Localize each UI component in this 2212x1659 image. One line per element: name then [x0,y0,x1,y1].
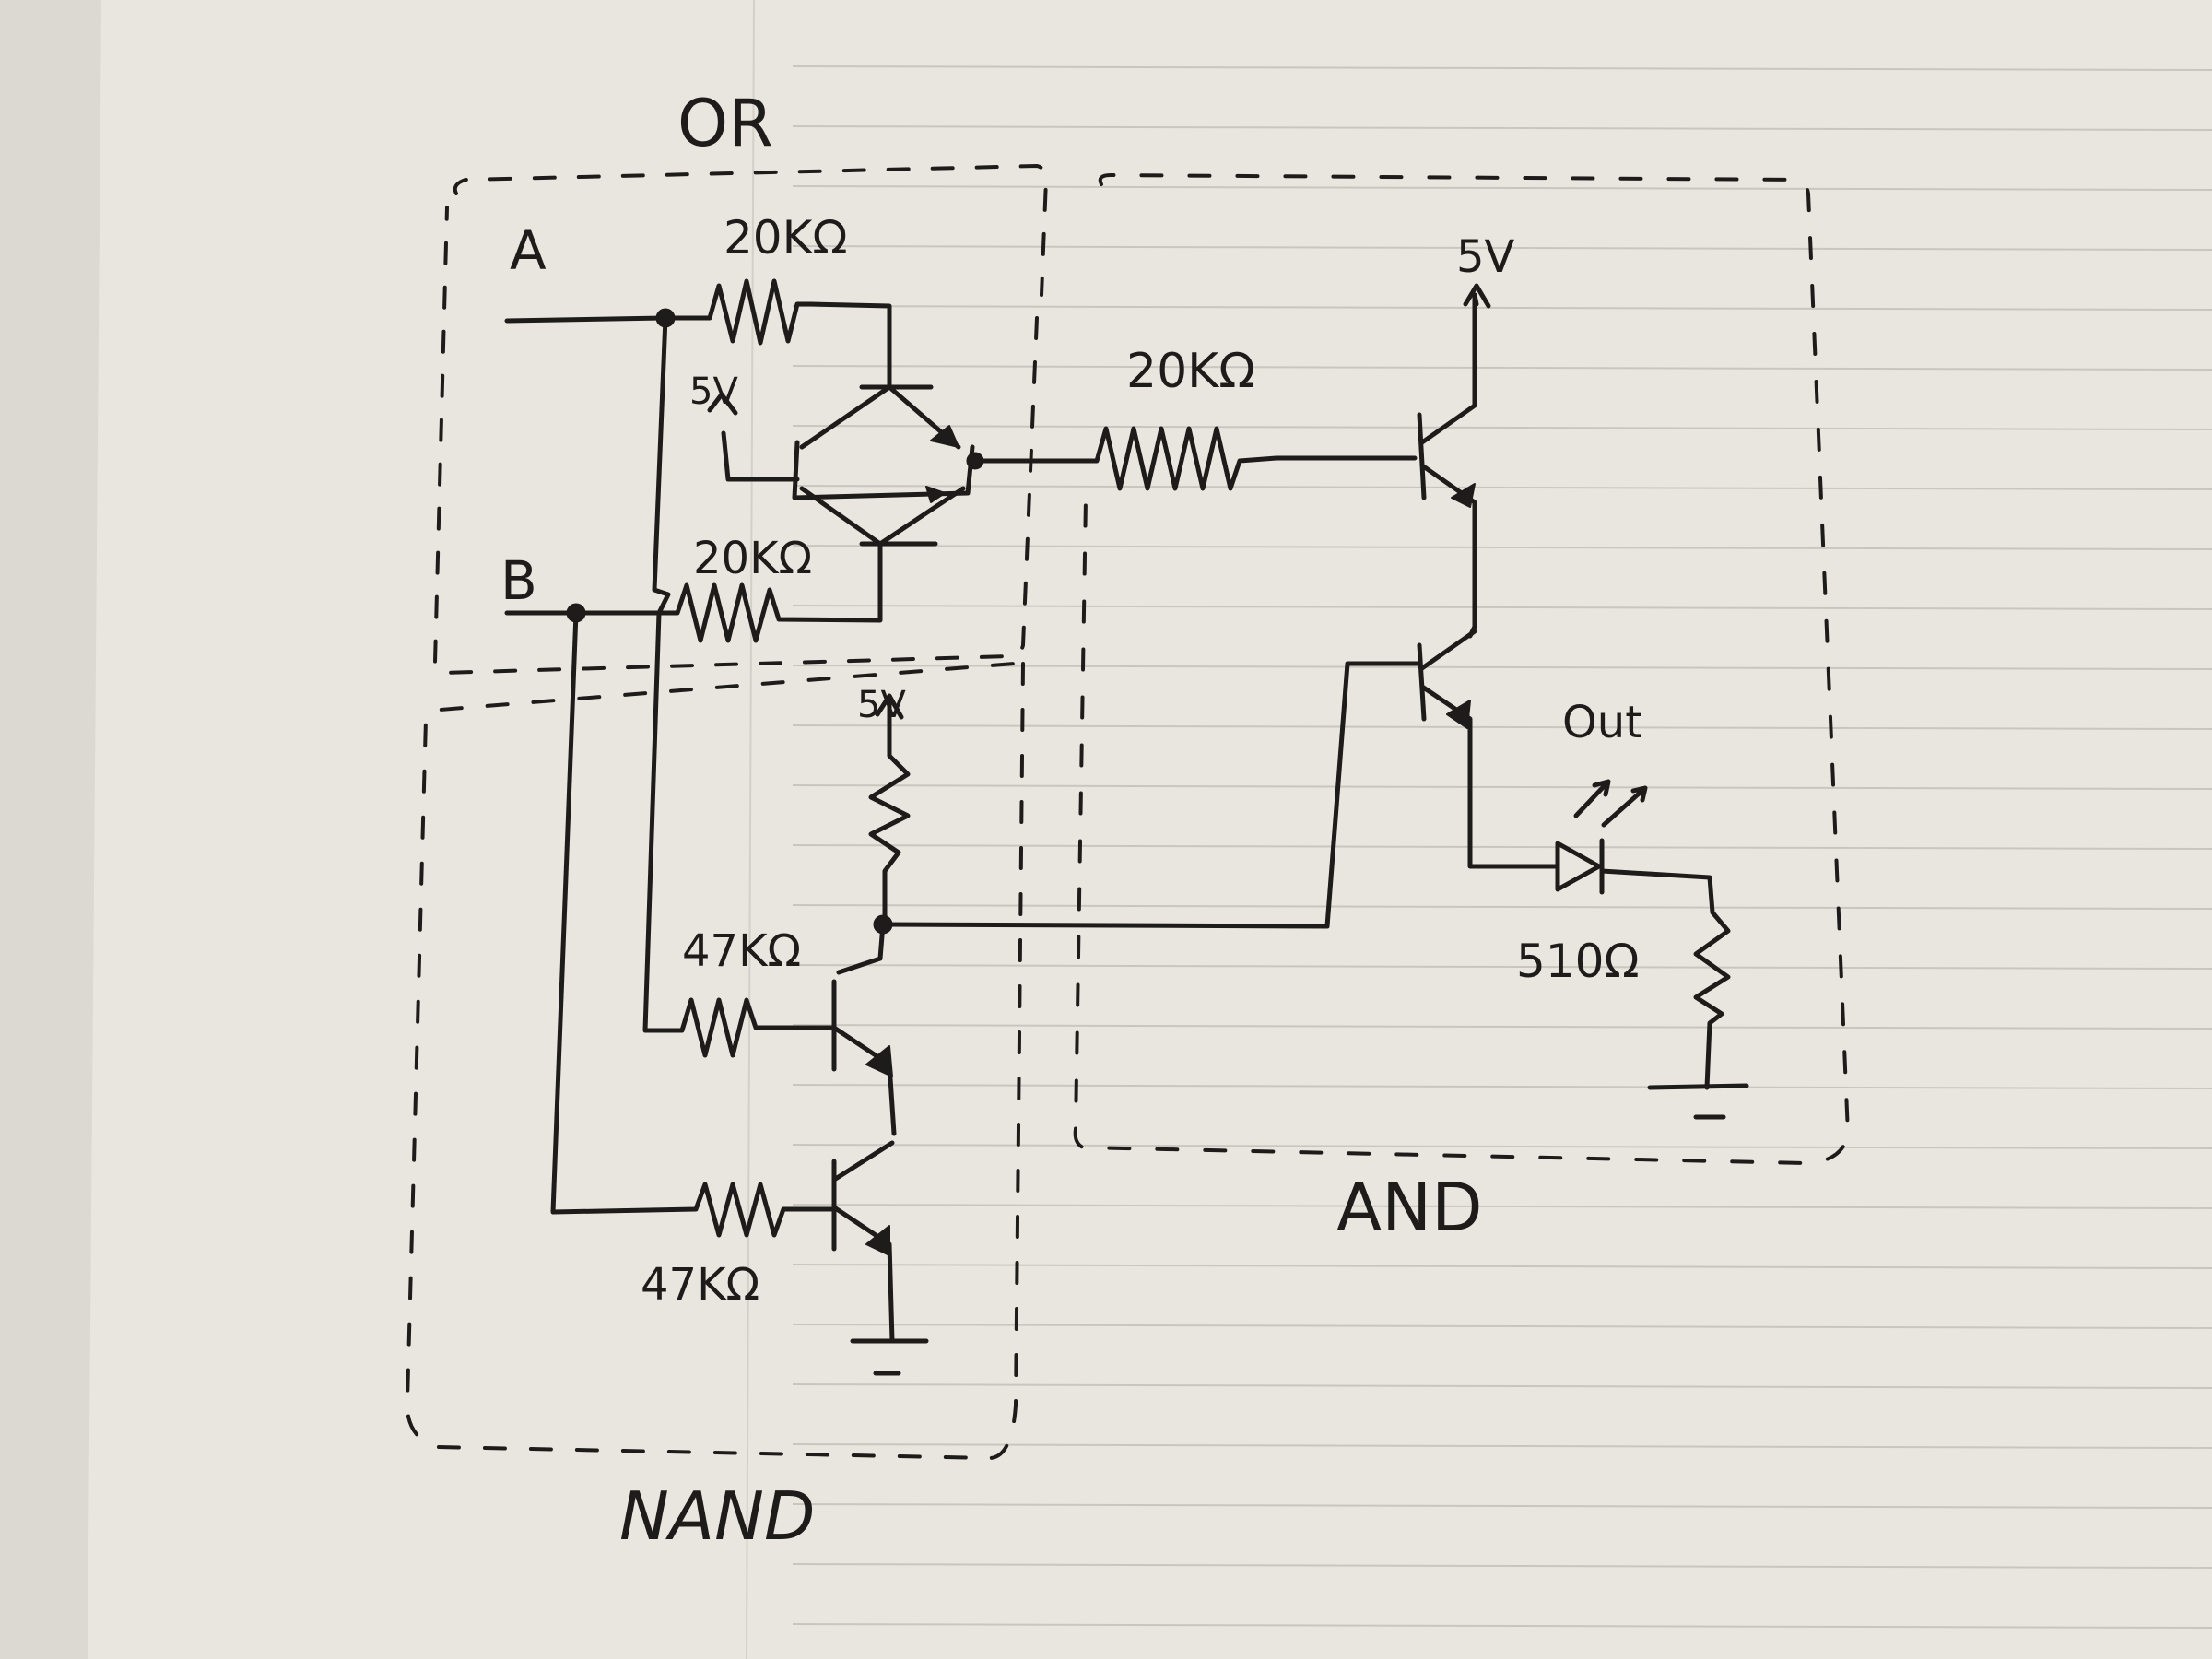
nand-resistor-1-label: 47KΩ [682,925,801,977]
input-b-label: B [500,549,537,612]
or-block-outline [432,164,1048,675]
and-base-resistor[interactable] [970,426,1418,491]
rule-line [792,245,2212,251]
rule-line [792,1383,2212,1389]
and-transistor-1-collector [1419,292,1477,445]
rule-line [792,305,2212,311]
page-shadow [0,0,101,1659]
and-transistor-2-emitter [1419,684,1560,869]
rule-line [792,844,2212,850]
rule-line [792,1264,2212,1269]
or-bias-wire [721,430,800,482]
input-a-label: A [510,219,547,282]
nand-pullup-supply-label: 5V [857,684,906,726]
led-resistor[interactable] [1599,868,1731,1090]
led-ground-bar-1 [1647,1083,1749,1090]
resistor-b-label: 20KΩ [693,533,812,584]
and-block-label: AND [1336,1169,1483,1246]
rule-line [792,365,2212,371]
and-transistor-1-base-bar [1417,412,1427,500]
and-transistor-2-base-bar [1417,642,1427,722]
resistor-a[interactable] [663,278,892,390]
rule-line [792,605,2212,610]
rule-line [792,425,2212,430]
rule-line [792,1563,2212,1569]
rule-line [792,185,2212,191]
rule-line [792,1084,2212,1089]
or-emitter-arrow-1 [930,425,959,448]
nand-input-a-wire [642,315,837,1058]
rule-line [792,1204,2212,1209]
nand-emitter-arrow-1 [865,1045,893,1077]
led-light-arrow-2 [1601,785,1648,828]
nand-input-b-wire [550,610,837,1238]
nand-transistor-2-collector [831,1140,895,1182]
rule-line [792,545,2212,550]
page-fold [746,0,755,1659]
input-a-wire [504,315,666,324]
ruled-lines [792,65,2212,1629]
and-collector-supply [1472,292,1479,307]
and-emitter-arrow-1 [1451,483,1476,508]
nand-block-outline [405,662,1025,1460]
rule-line [792,1503,2212,1509]
and-supply-label: 5V [1456,231,1515,283]
nand-supply-arrow [875,693,904,720]
resistor-b[interactable] [573,541,883,643]
rule-line [792,1144,2212,1149]
or-transistor-1-emitter [799,384,892,450]
and-base-resistor-label: 20KΩ [1126,344,1255,399]
or-bias-arrow [707,392,738,416]
led-resistor-label: 510Ω [1516,935,1640,988]
and-supply-arrow [1463,283,1491,309]
nand-to-and-wire [882,661,1422,929]
nand-block-label: NAND [619,1477,815,1555]
or-emitter-arrow-2 [925,486,946,503]
nand-pullup-resistor[interactable] [868,698,911,929]
or-block-label: OR [677,86,773,161]
and-block-outline [1073,173,1850,1165]
nand-emitter-arrow-2 [865,1225,890,1256]
and-emitter-arrow-2 [1446,700,1471,729]
rule-line [792,724,2212,730]
rule-line [792,485,2212,490]
or-output-junction [966,452,984,470]
rule-line [792,1443,2212,1449]
and-transistor-2-collector [1419,629,1477,671]
led-symbol [1555,841,1602,892]
rule-line [792,65,2212,71]
rule-line [792,1024,2212,1030]
led-light-arrow-1 [1573,779,1611,818]
resistor-a-label: 20KΩ [724,211,848,265]
rule-line [792,665,2212,670]
rule-line [792,125,2212,131]
rule-line [792,1623,2212,1629]
or-bridge-box [792,440,975,500]
nand-resistor-2-label: 47KΩ [641,1259,759,1311]
or-bias-supply-label: 5V [689,371,738,413]
output-label: Out [1562,697,1642,748]
rule-line [792,904,2212,910]
rule-line [792,964,2212,970]
rule-line [792,784,2212,790]
rule-line [792,1324,2212,1329]
nand-transistor-1-collector [836,922,886,975]
or-transistor-2-emitter [877,486,966,547]
